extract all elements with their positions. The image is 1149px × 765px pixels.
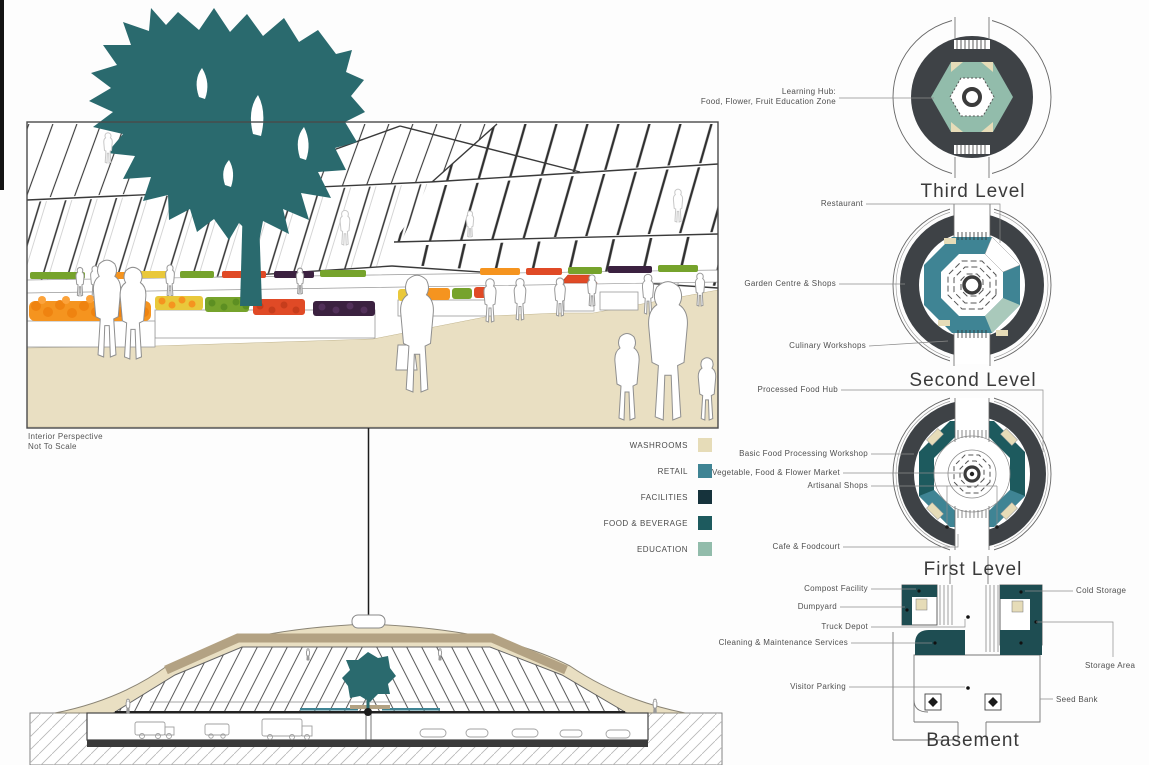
market-floor	[26, 289, 719, 428]
basement-elevators	[924, 693, 1002, 711]
plan-first-level	[892, 390, 1052, 558]
first-stairs	[957, 430, 987, 518]
plan-basement	[892, 556, 1043, 741]
section-roof-band	[164, 633, 568, 675]
section-basement	[86, 712, 649, 747]
first-inner-octagons	[953, 454, 991, 494]
basement-vehicles	[134, 718, 631, 740]
section-dome-cap	[351, 614, 386, 629]
section-drawing	[29, 614, 723, 765]
second-stairs	[957, 232, 987, 338]
perspective-frame	[26, 121, 719, 429]
basement-block-left	[901, 584, 938, 626]
third-stairs	[954, 40, 990, 154]
interior-perspective-drawing	[26, 8, 719, 429]
page-edge-strip	[0, 0, 4, 190]
central-tree	[89, 8, 365, 306]
plan-second-level	[892, 200, 1052, 370]
first-washroom-wedges	[926, 428, 1018, 520]
section-datum-dot	[364, 708, 372, 716]
first-retail-segment	[919, 490, 1025, 527]
leader-lines	[839, 97, 1114, 700]
plan-third-level	[892, 12, 1052, 184]
second-inner-octagons	[947, 260, 997, 310]
foreground-figures	[92, 259, 717, 421]
basement-cleaning-block	[915, 630, 965, 655]
